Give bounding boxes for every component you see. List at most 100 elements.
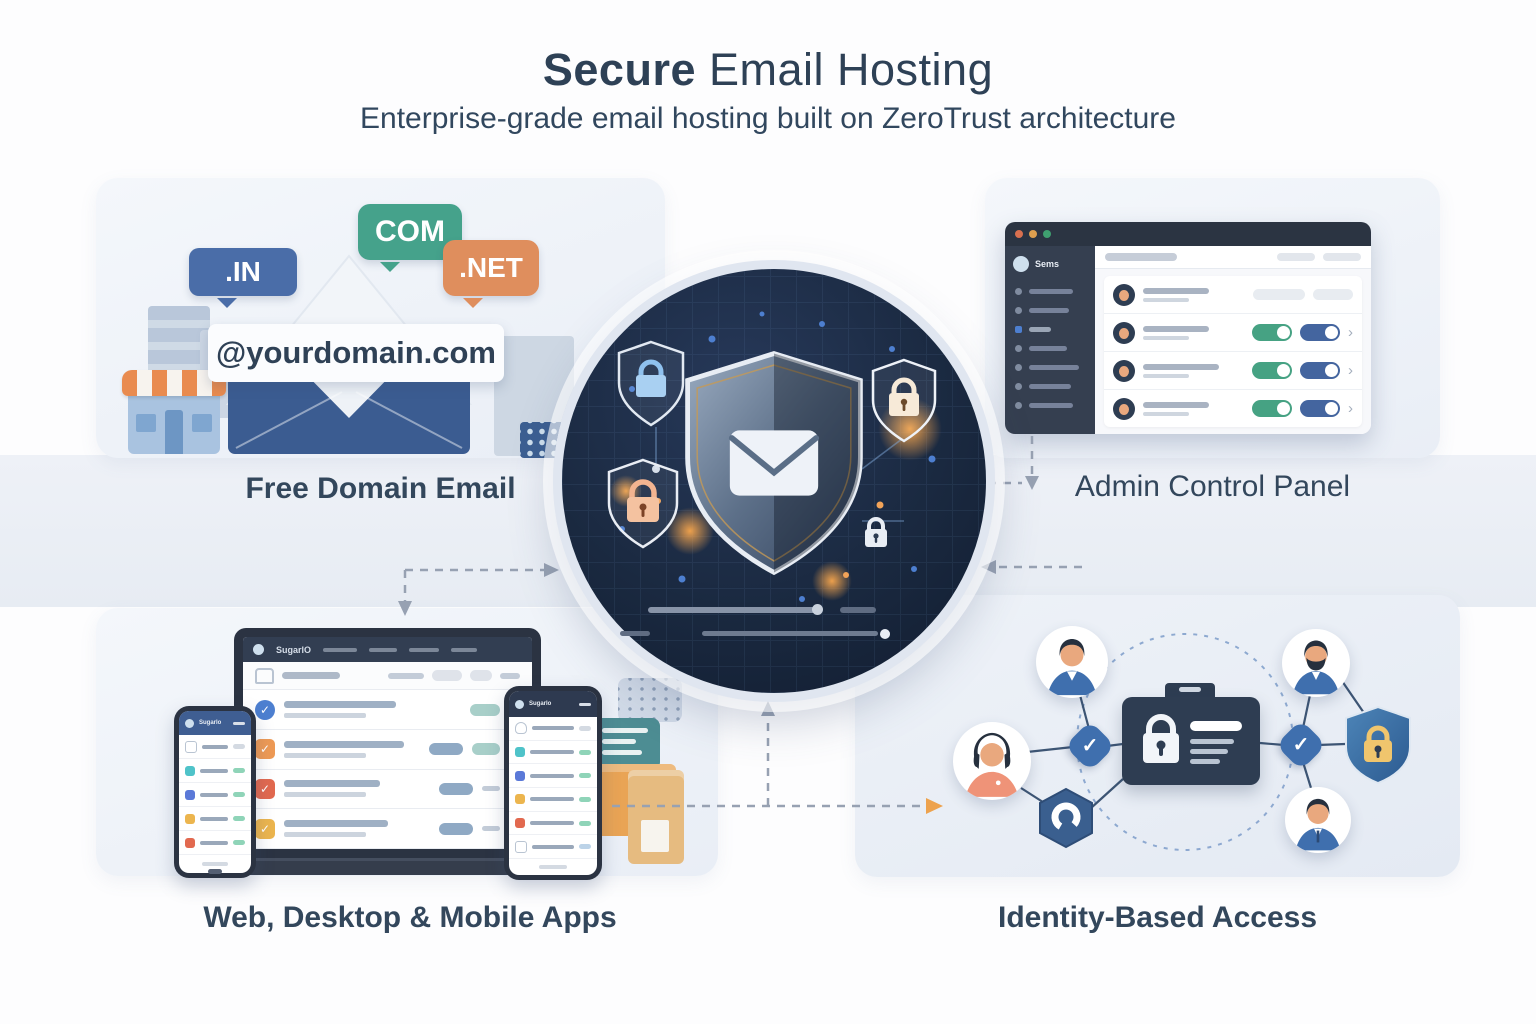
sidebar-menu-item[interactable] bbox=[1005, 301, 1095, 320]
user-row[interactable]: › bbox=[1104, 314, 1362, 352]
toolbar-title-placeholder bbox=[282, 672, 340, 680]
row-button[interactable] bbox=[1313, 289, 1353, 300]
label-free-domain-email: Free Domain Email bbox=[245, 472, 516, 505]
sidebar-menu-item[interactable] bbox=[1005, 377, 1095, 396]
toolbar-control[interactable] bbox=[388, 672, 424, 679]
id-badge bbox=[1122, 697, 1260, 785]
phone-list-row[interactable] bbox=[509, 741, 597, 765]
topbar-search-placeholder[interactable] bbox=[1105, 253, 1177, 261]
phone-brand-2: Sugarlo bbox=[529, 701, 552, 707]
topbar-button[interactable] bbox=[1277, 253, 1315, 261]
topbar-button[interactable] bbox=[1323, 253, 1361, 261]
close-window-icon[interactable] bbox=[1015, 230, 1023, 238]
menu-icon[interactable] bbox=[233, 721, 245, 725]
sidebar-menu-item[interactable] bbox=[1005, 282, 1095, 301]
phone-list-row[interactable] bbox=[509, 835, 597, 860]
mini-shield-lock-white bbox=[871, 358, 937, 443]
phone-left: Sugarlo bbox=[174, 706, 256, 878]
phone-list-row[interactable] bbox=[179, 783, 251, 807]
user-text-placeholder bbox=[1143, 401, 1244, 416]
phone-list-row[interactable] bbox=[509, 717, 597, 741]
mail-row[interactable]: ✓ bbox=[243, 690, 532, 730]
chevron-right-icon[interactable]: › bbox=[1348, 362, 1353, 379]
page-title-rest: Email Hosting bbox=[696, 44, 994, 95]
nav-item[interactable] bbox=[451, 647, 478, 652]
check-badge-left: ✓ bbox=[1064, 720, 1116, 772]
check-icon: ✓ bbox=[255, 699, 275, 720]
mini-shield-lock-blue bbox=[617, 340, 685, 427]
storefront-illustration bbox=[122, 370, 226, 454]
maximize-window-icon[interactable] bbox=[1043, 230, 1051, 238]
avatar bbox=[1113, 397, 1135, 420]
minimize-window-icon[interactable] bbox=[1029, 230, 1037, 238]
row-button[interactable] bbox=[1253, 289, 1305, 300]
tag-pill bbox=[439, 782, 473, 795]
home-button[interactable] bbox=[208, 869, 222, 874]
nav-item[interactable] bbox=[323, 647, 358, 652]
label-identity-access: Identity-Based Access bbox=[997, 901, 1317, 934]
storefront-window bbox=[192, 414, 212, 432]
orange-glow bbox=[812, 561, 852, 601]
phone-right: Sugarlo bbox=[504, 686, 602, 880]
nav-item[interactable] bbox=[409, 647, 440, 652]
tag-dash bbox=[482, 786, 500, 792]
mail-row[interactable]: ✓ bbox=[243, 729, 532, 770]
check-icon: ✓ bbox=[255, 739, 275, 760]
webapp-brand: SugarlO bbox=[276, 644, 312, 655]
toggle-on-blue[interactable] bbox=[1300, 324, 1340, 341]
storefront-window bbox=[136, 414, 156, 432]
mail-text-placeholder bbox=[284, 820, 430, 838]
toggle-on-blue[interactable] bbox=[1300, 400, 1340, 417]
phone-list-row[interactable] bbox=[179, 807, 251, 831]
menu-icon[interactable] bbox=[579, 702, 591, 706]
sidebar-menu-item-active[interactable] bbox=[1005, 320, 1095, 339]
mini-shield-lock-orange bbox=[607, 458, 679, 549]
sidebar-menu-item[interactable] bbox=[1005, 339, 1095, 358]
toggle-on-blue[interactable] bbox=[1300, 362, 1340, 379]
hexagon-sync-badge bbox=[1037, 787, 1095, 849]
node-lines bbox=[619, 311, 936, 602]
tag-dash bbox=[482, 826, 500, 832]
check-icon: ✓ bbox=[255, 818, 275, 839]
webapp-toolbar bbox=[243, 662, 532, 691]
laptop-base bbox=[204, 861, 570, 875]
toolbar-control[interactable] bbox=[432, 670, 462, 682]
sidebar-menu-item[interactable] bbox=[1005, 358, 1095, 377]
toggle-on-green[interactable] bbox=[1252, 400, 1292, 417]
chevron-right-icon[interactable]: › bbox=[1348, 400, 1353, 417]
admin-user-list: › › bbox=[1104, 276, 1362, 427]
phone-list-row[interactable] bbox=[179, 735, 251, 759]
chevron-right-icon[interactable]: › bbox=[1348, 324, 1353, 341]
toolbar-control[interactable] bbox=[500, 672, 520, 679]
data-bar bbox=[648, 607, 816, 613]
phone-list-row[interactable] bbox=[509, 788, 597, 812]
phone-list-row[interactable] bbox=[179, 759, 251, 783]
admin-logo: Sems bbox=[1005, 252, 1095, 282]
toolbar-control[interactable] bbox=[470, 670, 492, 682]
check-badge-right: ✓ bbox=[1275, 719, 1327, 771]
mail-row[interactable]: ✓ bbox=[243, 809, 532, 849]
user-row[interactable] bbox=[1104, 276, 1362, 314]
user-row[interactable]: › bbox=[1104, 390, 1362, 427]
tag-pill bbox=[429, 743, 463, 756]
tag-pill bbox=[472, 743, 500, 756]
data-bar bbox=[620, 631, 650, 636]
user-row[interactable]: › bbox=[1104, 352, 1362, 390]
teal-note-card bbox=[594, 718, 660, 770]
window-titlebar bbox=[1005, 222, 1371, 246]
mail-row[interactable]: ✓ bbox=[243, 769, 532, 810]
nav-item[interactable] bbox=[369, 647, 398, 652]
phone-list-row[interactable] bbox=[509, 764, 597, 789]
webapp-navbar: SugarlO bbox=[243, 637, 532, 663]
label-apps: Web, Desktop & Mobile Apps bbox=[203, 901, 617, 934]
keypad-panel bbox=[618, 678, 682, 722]
phone-list-row[interactable] bbox=[509, 812, 597, 836]
avatar-woman bbox=[953, 722, 1031, 800]
sidebar-menu-item[interactable] bbox=[1005, 396, 1095, 415]
toggle-on-green[interactable] bbox=[1252, 324, 1292, 341]
page-subtitle: Enterprise-grade email hosting built on … bbox=[360, 102, 1176, 135]
toggle-on-green[interactable] bbox=[1252, 362, 1292, 379]
phone-list-row[interactable] bbox=[179, 831, 251, 855]
data-bar bbox=[702, 631, 878, 636]
id-badge-content bbox=[1143, 714, 1242, 764]
